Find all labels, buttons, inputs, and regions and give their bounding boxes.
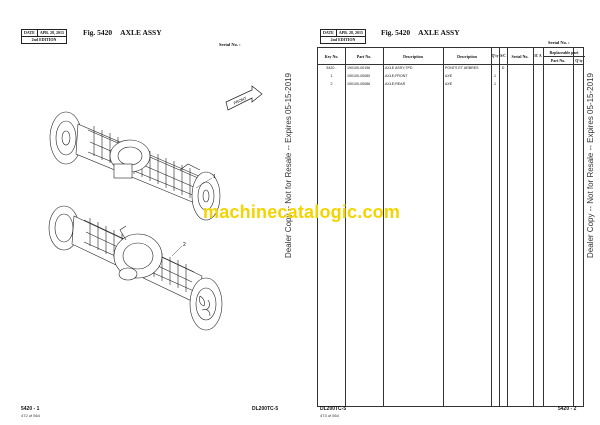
key-no: 5420 - [326,66,337,70]
col-part-no: Part No. [356,53,372,59]
sc: D [501,66,505,70]
figure-number: Fig. 5420 [381,28,411,37]
edition: 2nd EDITION [319,36,367,44]
edition: 2nd EDITION [20,36,68,44]
date-value: APR. 28, 2015 [335,29,367,37]
axle-assembly-drawing: FRONT 1 2 [48,85,263,331]
qty: 1 [494,82,496,86]
right-figure-title: Fig. 5420 AXLE ASSY [381,28,460,37]
left-serial-label: Serial No. : [219,42,241,47]
left-page-number: 5420 - 1 [21,406,40,412]
col-description: Description [403,53,423,59]
figure-number: Fig. 5420 [83,28,113,37]
svg-text:2: 2 [183,242,186,248]
right-model: DL200TC-5 [320,406,347,412]
callout-2: 2 [171,242,186,257]
left-figure-title: Fig. 5420 AXLE ASSY [83,28,162,37]
date-value: APR. 28, 2015 [36,29,68,37]
left-page-count: 472 of 564 [21,413,40,418]
col-sc: S/C [500,54,506,58]
left-dealer-copy-notice: Dealer Copy -- Not for Resale -- Expires… [284,73,293,258]
parts-table: Key No. Part No. Description Description… [317,47,585,407]
col-ic-a: IC A [534,54,542,58]
col-replaceable-part-no: Part No. [550,57,566,63]
key-no: 2 [330,82,333,86]
key-no: 1 [330,74,333,78]
col-replaceable-qty: Q'ty [575,57,583,63]
right-page-number: 5420 - 2 [558,406,577,412]
date-label: DATE [320,29,337,37]
col-serial-no: Serial No. [511,53,529,59]
right-serial-label: Serial No. : [548,40,570,45]
part-no: 190100-00080 [347,74,371,78]
figure-name: AXLE ASSY [418,28,460,37]
right-page-count: 473 of 564 [320,413,339,418]
col-qty: Q'ty [491,54,499,58]
svg-text:1: 1 [213,174,216,180]
watermark-text: machinecatalogic.com [203,202,401,222]
col-key-no: Key No. [324,53,339,59]
col-description-2: Description [457,53,477,59]
description-2: AXE [445,82,453,86]
date-label: DATE [21,29,38,37]
part-no: 190100-00196 [347,66,371,70]
right-dealer-copy-notice: Dealer Copy -- Not for Resale -- Expires… [586,73,595,258]
figure-name: AXLE ASSY [120,28,162,37]
left-date-box: DATE APR. 28, 2015 2nd EDITION [20,29,68,44]
part-no: 190100-00086 [347,82,371,86]
description: AXLE;REAR [385,82,406,86]
col-replaceable-part: Replaceable part [543,48,585,57]
rear-axle-drawing [48,205,223,331]
description: AXLE;FRONT [385,74,408,78]
description: AXLE ASSY;TPD [385,66,413,70]
front-direction-arrow: FRONT [225,85,263,111]
qty: 1 [494,74,496,78]
front-label: FRONT [233,95,248,105]
callout-1: 1 [195,174,216,189]
description-2: AXE [445,74,453,78]
front-axle-drawing [49,111,221,221]
left-model: DL200TC-5 [252,406,279,412]
right-date-box: DATE APR. 28, 2015 2nd EDITION [319,29,367,44]
description-2: PONTS ET ARBRES [445,66,479,70]
